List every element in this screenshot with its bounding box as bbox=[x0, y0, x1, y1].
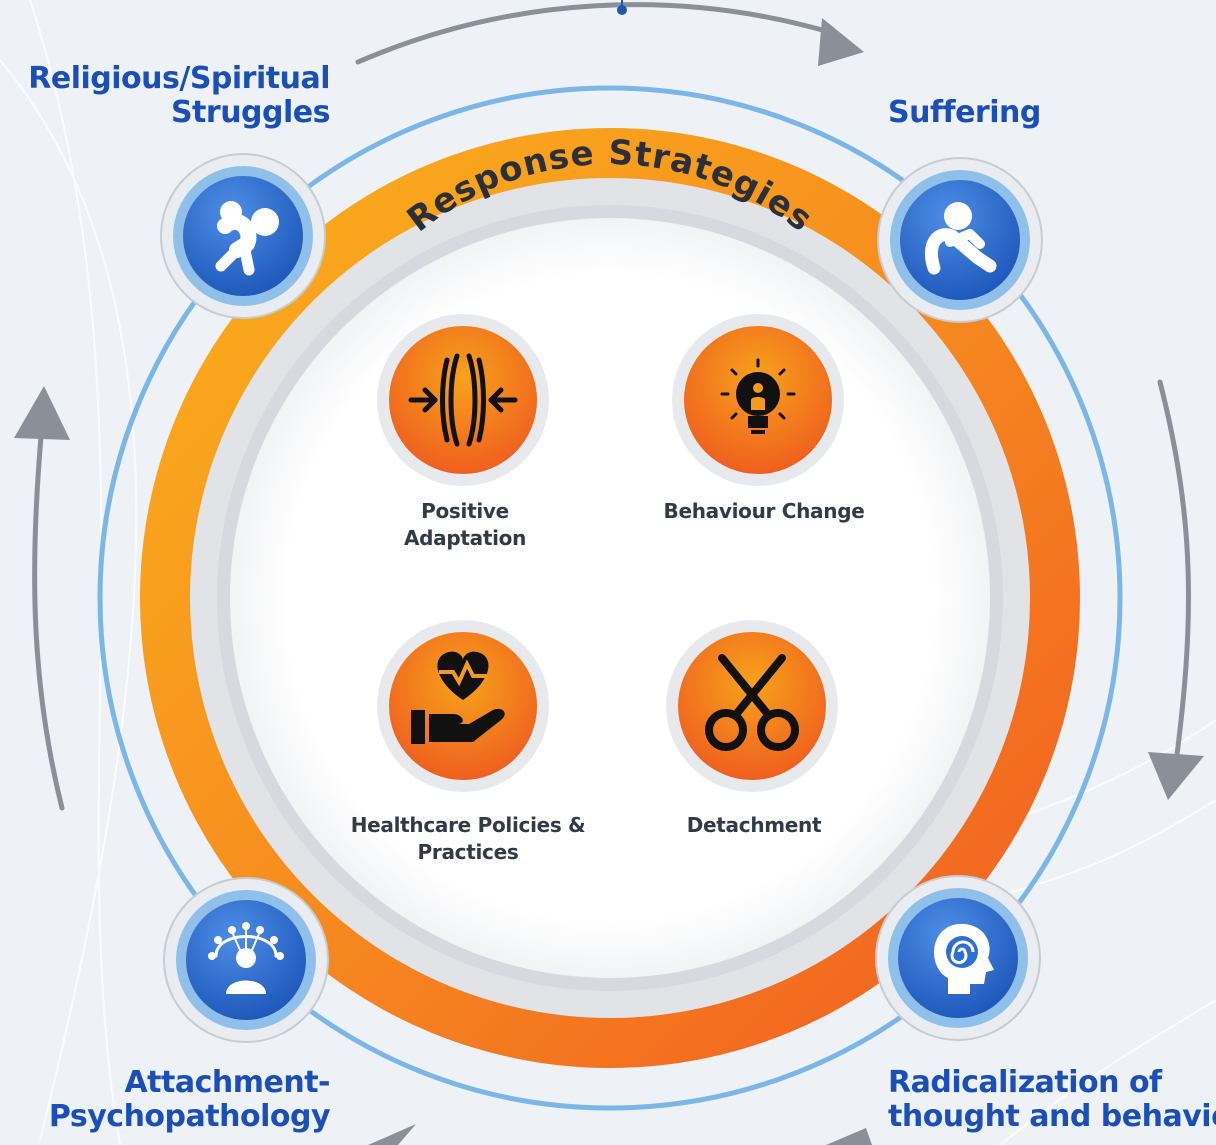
outer-blue-ring bbox=[97, 85, 1123, 1111]
network-person-icon bbox=[208, 922, 284, 994]
label-behaviour-change: Behaviour Change bbox=[663, 499, 865, 523]
node-suffering[interactable] bbox=[877, 157, 1043, 323]
strategy-healthcare[interactable] bbox=[377, 620, 549, 792]
compress-arrows-icon bbox=[408, 353, 518, 447]
right-arc-arrow bbox=[1157, 379, 1191, 773]
top-arc-arrow bbox=[355, 2, 839, 65]
bottom-right-arrow-head bbox=[826, 1128, 872, 1145]
spiral-head-icon bbox=[934, 923, 994, 994]
label-detachment: Detachment bbox=[686, 813, 822, 837]
struggle-person-icon bbox=[215, 201, 279, 276]
node-radicalization[interactable] bbox=[875, 875, 1041, 1041]
label-attachment: Attachment-Psychopathology bbox=[48, 1065, 331, 1134]
scissors-icon bbox=[705, 654, 799, 751]
right-arrow-head bbox=[1148, 752, 1204, 800]
node-religious-spiritual[interactable] bbox=[160, 153, 326, 319]
suffering-person-icon bbox=[924, 202, 997, 275]
heart-hand-icon bbox=[411, 651, 505, 744]
strategy-positive-adaptation[interactable] bbox=[377, 314, 549, 486]
top-arrow-head bbox=[818, 18, 864, 66]
cycle-arrows bbox=[32, 2, 1191, 811]
label-healthcare: Healthcare Policies &Practices bbox=[350, 813, 586, 864]
node-attachment[interactable] bbox=[163, 877, 329, 1043]
arrow-heads bbox=[14, 18, 1204, 1145]
label-suffering: Suffering bbox=[888, 95, 1041, 130]
left-arc-arrow bbox=[32, 422, 65, 811]
lightbulb-person-icon bbox=[720, 358, 796, 434]
top-marker bbox=[617, 0, 627, 15]
strategy-detachment[interactable] bbox=[666, 620, 838, 792]
bottom-left-arrow-head bbox=[368, 1124, 416, 1145]
left-arrow-head bbox=[14, 386, 70, 440]
strategy-behaviour-change[interactable] bbox=[672, 314, 844, 486]
